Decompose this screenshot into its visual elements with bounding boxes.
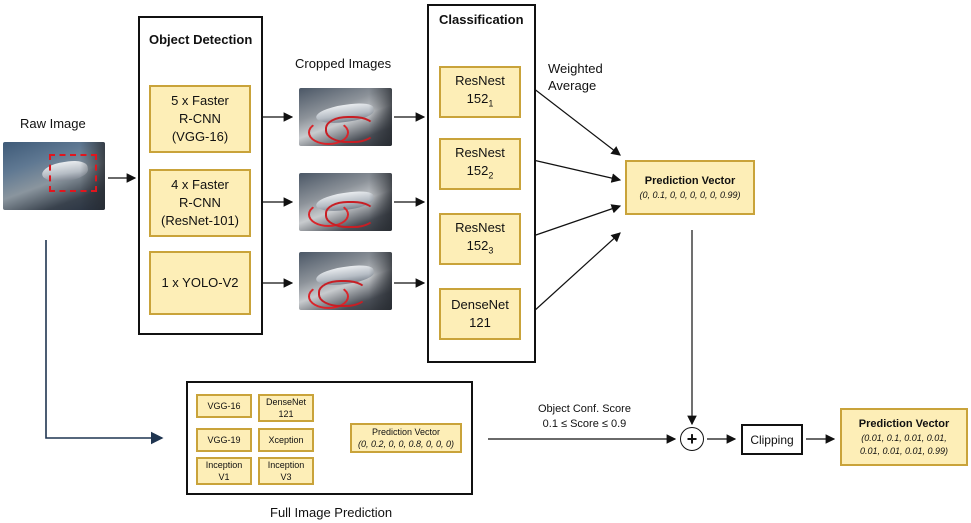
cropped-images-label: Cropped Images (295, 56, 392, 71)
classifier-num: 121 (469, 315, 491, 330)
raw-image-label: Raw Image (20, 116, 86, 131)
conf-score-line1: Object Conf. Score (538, 403, 631, 415)
plus-combine-node: + (680, 427, 704, 451)
plus-icon: + (686, 429, 698, 449)
prediction-vector-mid-title: Prediction Vector (644, 174, 736, 187)
detector-line: (ResNet-101) (160, 213, 240, 228)
classifier-sub: 3 (488, 245, 494, 256)
full-model-line: VGG-19 (207, 435, 241, 445)
classifier-resnest-152-1: ResNest 1521 (439, 66, 521, 118)
conf-score-label: Object Conf. Score 0.1 ≤ Score ≤ 0.9 (538, 402, 631, 432)
cropped-image-1 (299, 88, 392, 146)
raw-image-thumbnail (3, 142, 105, 210)
cropped-image-2 (299, 173, 392, 231)
detection-bbox (49, 154, 97, 192)
classifier-densenet-121: DenseNet 121 (439, 288, 521, 340)
full-pv-value: (0, 0.2, 0, 0, 0.8, 0, 0, 0) (357, 439, 455, 449)
arrow-raw-to-full (45, 240, 164, 445)
detector-line: (VGG-16) (171, 129, 229, 144)
arrow-cls2-to-pred (532, 159, 622, 183)
detector-faster-rcnn-resnet101: 4 x Faster R-CNN (ResNet-101) (149, 169, 251, 237)
classifier-name: ResNest (455, 72, 505, 88)
detector-yolo-v2: 1 x YOLO-V2 (149, 251, 251, 315)
arrow-cls1-to-pred (532, 87, 621, 156)
full-model-line: Inception (267, 460, 305, 470)
classifier-num: 152 (466, 90, 489, 106)
arrow-cls4-to-pred (532, 232, 621, 313)
final-pv-line1: (0.01, 0.1, 0.01, 0.01, (861, 432, 947, 443)
detector-line: 4 x Faster (171, 177, 229, 192)
classification-title: Classification (439, 12, 524, 27)
classifier-num: 152 (466, 162, 489, 178)
full-model-inception-v3: Inception V3 (258, 457, 314, 485)
full-image-prediction-vector: Prediction Vector (0, 0.2, 0, 0, 0.8, 0,… (350, 423, 462, 453)
prediction-vector-final: Prediction Vector (0.01, 0.1, 0.01, 0.01… (840, 408, 968, 466)
detector-line: R-CNN (179, 195, 221, 210)
classifier-sub: 1 (488, 98, 494, 109)
classifier-num: 152 (466, 237, 489, 253)
full-model-line: DenseNet (265, 397, 307, 407)
full-model-line: 121 (278, 409, 294, 419)
clipping-box: Clipping (741, 424, 803, 455)
detector-faster-rcnn-vgg16: 5 x Faster R-CNN (VGG-16) (149, 85, 251, 153)
cropped-image-3 (299, 252, 392, 310)
full-model-line: V3 (280, 472, 292, 482)
full-model-densenet121: DenseNet 121 (258, 394, 314, 422)
detector-line: 1 x YOLO-V2 (161, 275, 239, 290)
classifier-name: ResNest (455, 144, 505, 160)
classifier-resnest-152-2: ResNest 1522 (439, 138, 521, 190)
conf-score-line2: 0.1 ≤ Score ≤ 0.9 (542, 418, 627, 430)
detector-line: R-CNN (179, 111, 221, 126)
full-model-vgg19: VGG-19 (196, 428, 252, 452)
full-model-line: VGG-16 (207, 401, 241, 411)
full-model-line: Xception (268, 435, 304, 445)
final-pv-line2: 0.01, 0.01, 0.01, 0.99) (859, 445, 949, 456)
full-model-line: V1 (218, 472, 230, 482)
classifier-name: ResNest (455, 219, 505, 235)
object-detection-title: Object Detection (149, 32, 253, 47)
detector-line: 5 x Faster (171, 93, 229, 108)
prediction-vector-mid-value: (0, 0.1, 0, 0, 0, 0, 0, 0.99) (639, 189, 741, 200)
classifier-resnest-152-3: ResNest 1523 (439, 213, 521, 265)
weighted-average-label: Weighted Average (548, 60, 603, 94)
weighted-average-line2: Average (548, 78, 597, 93)
full-model-inception-v1: Inception V1 (196, 457, 252, 485)
full-model-xception: Xception (258, 428, 314, 452)
classifier-sub: 2 (488, 170, 494, 181)
weighted-average-line1: Weighted (548, 61, 603, 76)
full-model-vgg16: VGG-16 (196, 394, 252, 418)
final-pv-title: Prediction Vector (858, 417, 950, 430)
full-pv-title: Prediction Vector (371, 427, 441, 437)
arrow-cls3-to-pred (532, 204, 622, 237)
full-model-line: Inception (205, 460, 243, 470)
classifier-name: DenseNet (451, 297, 509, 312)
prediction-vector-mid: Prediction Vector (0, 0.1, 0, 0, 0, 0, 0… (625, 160, 755, 215)
clipping-label: Clipping (750, 432, 794, 447)
full-image-caption: Full Image Prediction (270, 505, 393, 520)
